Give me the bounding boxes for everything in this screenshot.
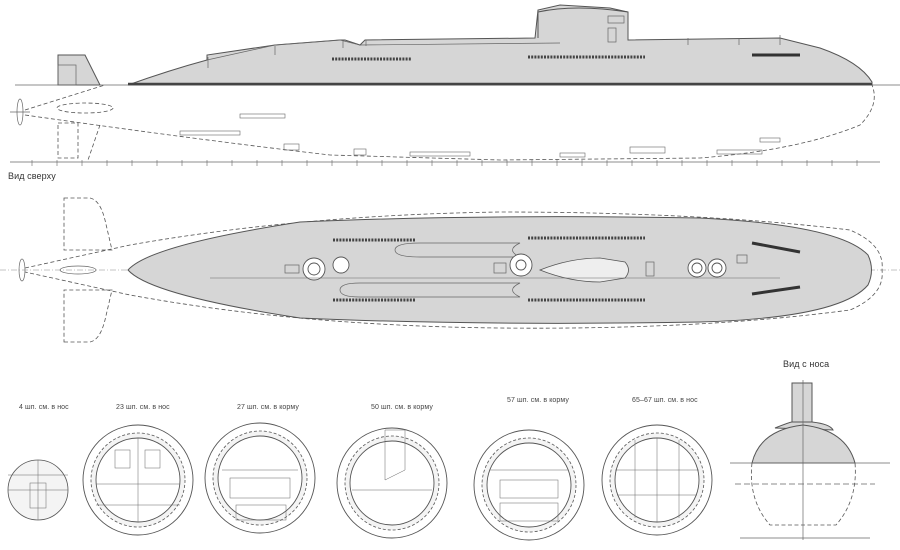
top-view-label: Вид сверху	[8, 171, 56, 181]
hull-openings	[179, 113, 781, 158]
section-label-27: 27 шп. см. в корму	[237, 404, 300, 411]
underwater-hull	[24, 84, 875, 161]
stern-plane-upper	[63, 197, 113, 251]
frame-ticks	[31, 160, 858, 166]
sail-windows	[607, 15, 625, 24]
section-label-65-67: 65–67 шп. см. в нос	[632, 397, 698, 404]
compartment-upper	[394, 242, 521, 258]
propeller-icon	[10, 98, 30, 126]
railing	[207, 35, 781, 68]
rudder-panel	[57, 64, 77, 86]
deck-line	[206, 39, 561, 61]
stern-plane	[56, 102, 114, 114]
propeller-top-icon	[18, 258, 26, 282]
section-4	[7, 459, 69, 521]
section-label-57: 57 шп. см. в корму	[507, 397, 570, 404]
upper-rudder	[57, 54, 101, 86]
outer-hull-outline	[24, 211, 883, 329]
lower-rudder	[57, 122, 79, 159]
top-view	[0, 197, 900, 343]
bow-plane-lower	[751, 285, 801, 296]
side-view	[10, 4, 900, 166]
bow-plane-upper	[751, 241, 801, 254]
sail-top	[538, 257, 629, 283]
stern-plane-lower	[63, 289, 113, 343]
hull-side	[127, 4, 873, 86]
section-label-50: 50 шп. см. в корму	[371, 404, 434, 411]
stern-fairing	[59, 265, 97, 275]
section-label-23: 23 шп. см. в нос	[116, 404, 170, 411]
hull-top	[127, 216, 872, 324]
cross-sections	[7, 380, 890, 541]
section-23	[82, 424, 194, 536]
section-label-4: 4 шп. см. в нос	[19, 404, 69, 411]
sail-hatch	[607, 27, 617, 43]
section-57	[473, 429, 585, 541]
section-65-67	[601, 424, 713, 536]
section-50	[336, 427, 448, 539]
sail	[537, 7, 629, 38]
compartment-lower	[339, 282, 521, 298]
hatches	[284, 253, 748, 281]
lower-rudder-edge	[87, 124, 101, 161]
section-27	[204, 422, 316, 534]
front-view	[730, 380, 890, 540]
front-view-label: Вид с носа	[783, 359, 830, 369]
